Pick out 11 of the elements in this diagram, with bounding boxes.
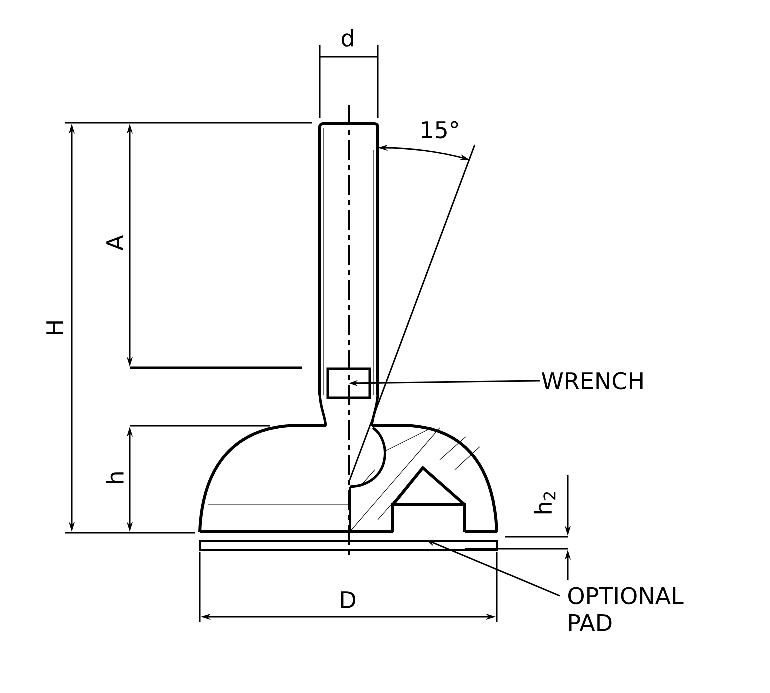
dimension-label: d — [342, 29, 354, 47]
dimension-label: D — [341, 592, 356, 608]
callout-text: WRENCH — [542, 372, 643, 390]
dimension-label: H — [46, 322, 64, 334]
pad — [199, 540, 498, 551]
dimension-label: A — [106, 235, 124, 251]
dimension-label: 15° — [422, 121, 458, 139]
wrench-flat — [326, 368, 372, 400]
dimension-label: h$_{2}$ — [534, 492, 556, 514]
dimension-label: h — [106, 472, 124, 484]
callout-text: OPTIONAL PAD — [568, 587, 684, 632]
